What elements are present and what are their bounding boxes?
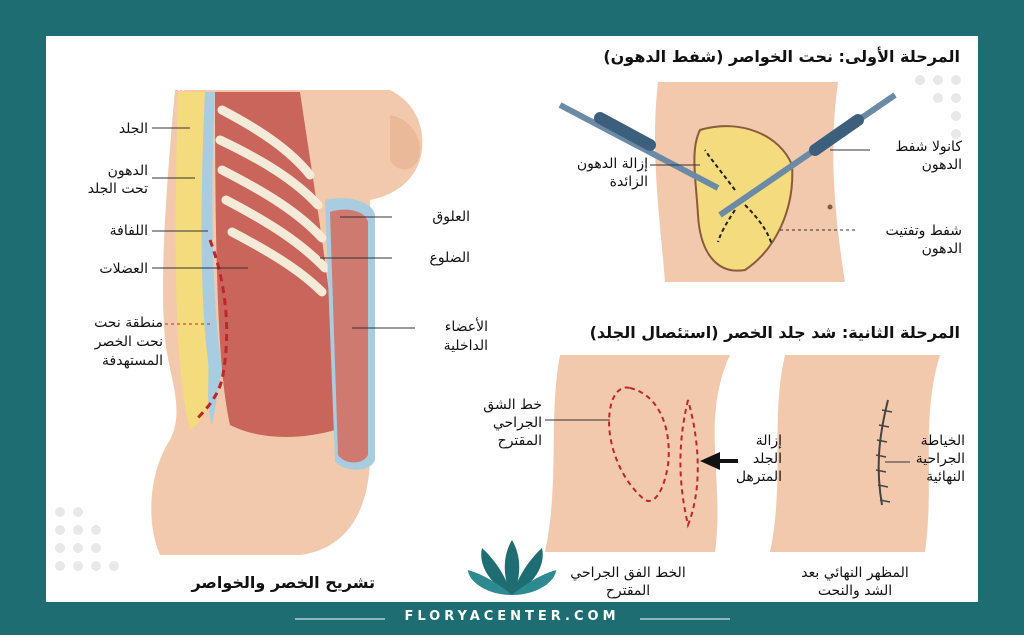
anatomy-leaders <box>152 127 415 329</box>
excision-contour <box>679 396 699 529</box>
cannula-right <box>718 92 897 218</box>
label-target-line3: المستهدفة <box>102 353 163 369</box>
label-ribs: الضلوع <box>429 250 470 266</box>
label-remove-fat-line2: الزائدة <box>609 174 648 190</box>
caption-final-line1: المظهر النهائي بعد <box>801 565 909 581</box>
stage2-torso-before <box>545 355 730 552</box>
stage2-leaders <box>545 419 910 470</box>
cannula-left-handle <box>594 112 656 151</box>
label-skin: الجلد <box>118 121 148 137</box>
fascia-layer <box>201 92 222 425</box>
caption-incision-line2: المقترح <box>605 583 651 599</box>
stage2-torso-after <box>770 355 940 552</box>
stage1-leaders <box>650 149 870 231</box>
suture-stitches <box>875 409 893 503</box>
label-incision-line3: المقترح <box>497 433 542 449</box>
label-incision-line2: الجراحي <box>492 415 542 431</box>
label-target-line2: نحت الخصر <box>94 334 163 350</box>
label-sutures-line1: الخياطة <box>920 433 965 449</box>
internal-organs-shape <box>330 209 368 463</box>
stage2-title: المرحلة الثانية: شد جلد الخصر (استئصال ا… <box>589 323 960 342</box>
breast <box>390 115 421 170</box>
label-cannula-line2: الدهون <box>921 157 962 173</box>
label-muscles: العضلات <box>99 261 148 277</box>
stage2-illustration <box>545 355 940 552</box>
label-peritoneum: العلوق <box>432 209 470 225</box>
brand-logo-text: FLORYA <box>70 58 170 83</box>
label-fascia: اللفافة <box>109 223 148 239</box>
label-remove-fat-line1: إزالة الدهون <box>576 156 648 172</box>
label-remove-skin-line1: إزالة <box>755 433 782 449</box>
label-fat-line2: تحت الجلد <box>87 181 148 197</box>
lotus-logo-icon <box>468 540 556 595</box>
anatomy-caption: تشريح الخصر والخواصر <box>191 573 375 592</box>
label-target-line1: منطقة نحت <box>94 315 163 331</box>
label-suction-line2: الدهون <box>921 241 962 257</box>
suction-arrows <box>704 149 773 246</box>
label-sutures-line2: الجراحية <box>915 451 965 467</box>
target-contour-line <box>194 239 229 422</box>
label-organs-line2: الداخلية <box>443 338 488 354</box>
cannula-left <box>558 102 720 191</box>
ribs-drawing <box>215 105 330 297</box>
label-cannula-line1: كانولا شفط <box>895 139 962 155</box>
fat-layer <box>175 92 212 430</box>
stage1-title: المرحلة الأولى: نحت الخواصر (شفط الدهون) <box>603 47 960 66</box>
label-fat-line1: الدهون <box>107 163 148 179</box>
suture-line <box>877 399 889 506</box>
torso-anatomy <box>151 90 423 555</box>
decorative-dots <box>55 75 961 571</box>
footer-url[interactable]: FLORYACENTER.COM <box>404 609 620 624</box>
brand-logo-subtext: CENTER <box>130 84 188 94</box>
label-organs-line1: الأعضاء <box>444 319 488 335</box>
label-remove-skin-line3: المترهل <box>735 469 782 485</box>
label-sutures-line3: النهائية <box>926 469 965 485</box>
cannula-right-handle <box>809 114 864 156</box>
caption-final-line2: الشد والنحت <box>817 583 893 599</box>
label-remove-skin-line2: الجلد <box>752 451 782 467</box>
label-incision-line1: خط الشق <box>483 397 542 413</box>
caption-incision-line1: الخط الفق الجراحي <box>570 565 686 581</box>
stage1-illustration <box>558 82 897 282</box>
label-suction-line1: شفط وتفتيت <box>885 223 963 239</box>
